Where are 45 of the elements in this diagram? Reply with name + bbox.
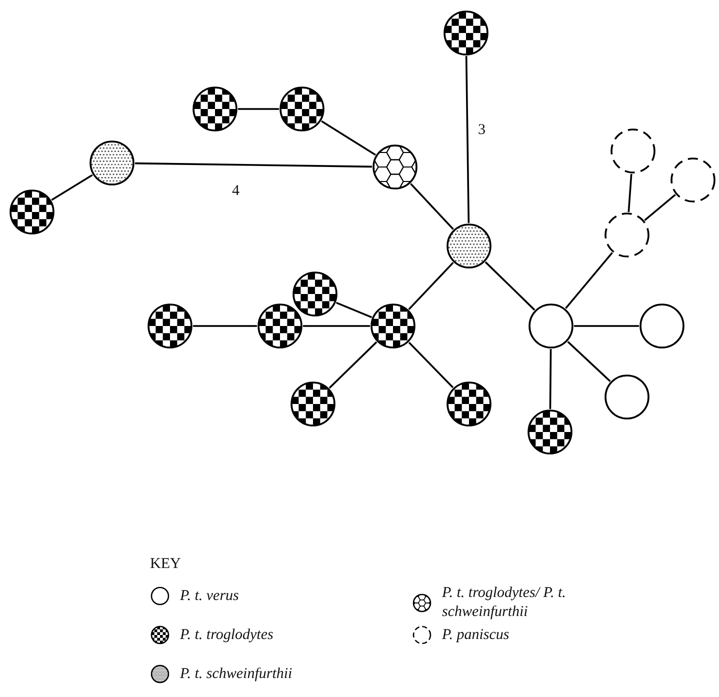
connector-line: [238, 108, 279, 110]
connector-line: [408, 342, 454, 388]
open-circle: [528, 303, 574, 349]
connector-line: [549, 349, 552, 409]
legend-label: P. t. schweinfurthii: [180, 664, 294, 684]
open-circle: [604, 374, 650, 420]
connector-line: [410, 183, 454, 230]
legend-heading: KEY: [150, 556, 181, 573]
checkered-circle: [292, 271, 338, 317]
connector-line: [644, 194, 676, 221]
checkered-circle: [257, 303, 303, 349]
dashed-circle: [604, 212, 650, 258]
dashed-circle: [670, 157, 716, 203]
connector-line: [565, 252, 613, 309]
legend-label: P. paniscus: [442, 626, 510, 644]
dashed-circle: [610, 128, 656, 174]
checkered-circle: [370, 303, 416, 349]
connector-line: [484, 261, 536, 311]
connector-line: [465, 56, 470, 224]
connector-line: [336, 302, 372, 318]
connector-line: [51, 174, 93, 201]
connector-line: [303, 325, 370, 327]
legend-label: P. t. troglodytes/ P. t. schweinfurthii: [442, 584, 567, 622]
dotted-circle: [89, 140, 135, 186]
checkered-circle: [443, 10, 489, 56]
connector-line: [134, 162, 372, 168]
honeycomb-circle: [372, 144, 418, 190]
dotted-circle: [446, 223, 492, 269]
connector-line: [574, 325, 639, 327]
connector-line: [628, 174, 632, 212]
legend-label: P. t. verus: [180, 586, 240, 606]
checkered-circle: [192, 86, 238, 132]
connector-line: [321, 120, 376, 156]
legend-label: P. t. troglodytes: [180, 626, 274, 644]
checkered-circle: [527, 409, 573, 455]
open-circle: [639, 303, 685, 349]
checkered-circle: [290, 381, 336, 427]
connector-line: [567, 341, 611, 382]
checkered-circle: [446, 381, 492, 427]
connector-line: [193, 325, 257, 327]
checkered-circle: [9, 189, 55, 235]
connector-line: [328, 341, 378, 389]
checkered-circle: [279, 86, 325, 132]
connector-line: [408, 262, 454, 310]
checkered-circle: [147, 303, 193, 349]
